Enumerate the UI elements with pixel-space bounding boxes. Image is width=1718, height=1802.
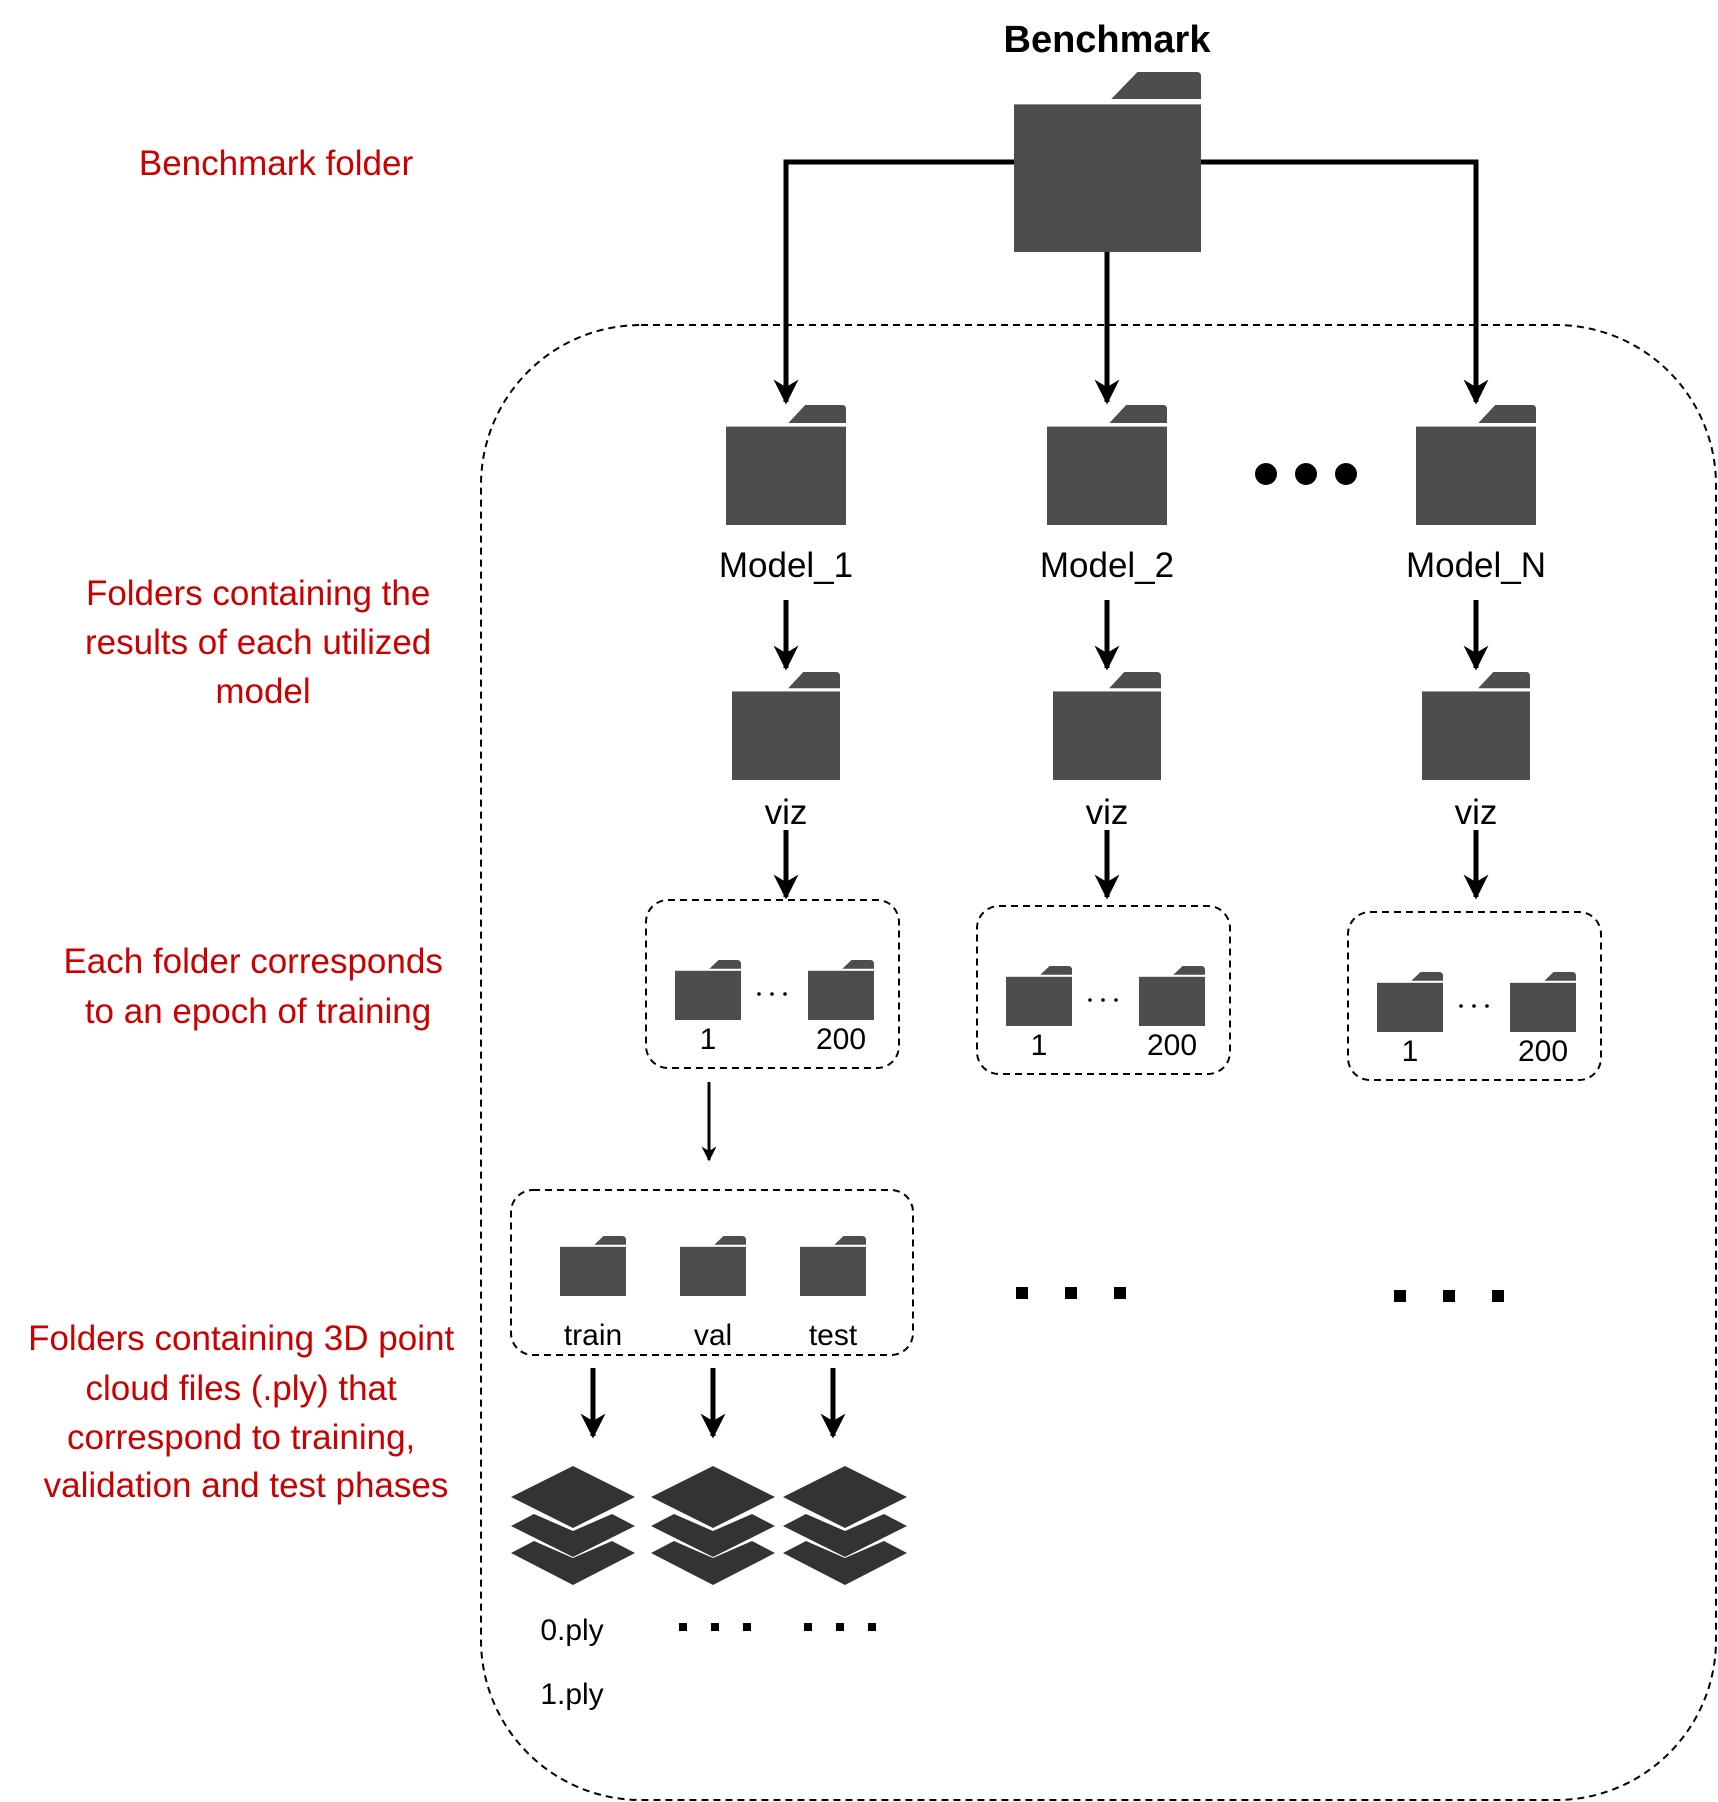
epoch-folder-icon (1006, 966, 1072, 1026)
epoch-group (1347, 911, 1602, 1081)
annotations: Benchmark folder Folders containing the … (28, 144, 464, 1505)
epoch-folder-icon (1139, 966, 1205, 1026)
ply-file-1: 1.ply (540, 1678, 603, 1711)
phase-folder-icon (800, 1236, 866, 1296)
model-label: Model_2 (1040, 546, 1174, 585)
phase-label: train (564, 1319, 622, 1352)
epoch-ellipsis-dot (1101, 998, 1105, 1002)
model-label: Model_1 (719, 546, 853, 585)
annotation-ply-folders: Folders containing 3D point cloud files … (28, 1319, 464, 1505)
epoch-folder-icon (675, 960, 741, 1020)
layers-icon (651, 1466, 775, 1585)
epoch-last-label: 200 (1518, 1035, 1568, 1068)
epoch-folder-icon (808, 960, 874, 1020)
viz-label: viz (1086, 793, 1129, 832)
epoch-first-label: 1 (1031, 1029, 1048, 1062)
models-container (480, 324, 1717, 1801)
phase-train: train (511, 1236, 635, 1585)
epoch-first-label: 1 (1402, 1035, 1419, 1068)
ply-files-ellipsis (679, 1623, 876, 1631)
viz-label: viz (765, 793, 808, 832)
epoch-folder-icon (1377, 972, 1443, 1032)
model-folder-icon (726, 405, 846, 525)
root-connectors (773, 159, 1489, 405)
model-folder-icon (1416, 405, 1536, 525)
annotation-model-folders: Folders containing the results of each u… (85, 574, 441, 711)
epoch-first-label: 1 (700, 1023, 717, 1056)
phase-val: val (651, 1236, 775, 1585)
epoch-folder-icon (1510, 972, 1576, 1032)
epoch-group (976, 905, 1231, 1075)
models-ellipsis (1255, 463, 1357, 485)
phases-layer: train val test (511, 1236, 907, 1585)
epoch-ellipsis-dot (783, 992, 787, 996)
modelN-continuation-ellipsis (1394, 1290, 1504, 1302)
model-label: Model_N (1406, 546, 1546, 585)
ply-file-0: 0.ply (540, 1614, 603, 1647)
root-folder-shape (1014, 72, 1201, 253)
phase-folder-icon (680, 1236, 746, 1296)
viz-folder-icon (732, 672, 840, 780)
model2-continuation-ellipsis (1016, 1287, 1126, 1299)
model-folder-icon (1047, 405, 1167, 525)
epoch-last-label: 200 (1147, 1029, 1197, 1062)
epoch-ellipsis-dot (757, 992, 761, 996)
layers-icon (511, 1466, 635, 1585)
epoch-ellipsis-dot (770, 992, 774, 996)
epoch-ellipsis-dot (1114, 998, 1118, 1002)
annotation-benchmark-folder: Benchmark folder (139, 144, 414, 183)
phase-test: test (783, 1236, 907, 1585)
phase-group (510, 1189, 914, 1356)
epoch-group (645, 899, 900, 1069)
root-folder-icon (1014, 72, 1201, 253)
root-title: Benchmark (1004, 19, 1212, 61)
phase-folder-icon (560, 1236, 626, 1296)
epoch-ellipsis-dot (1459, 1004, 1463, 1008)
phase-label: val (694, 1319, 732, 1352)
viz-folder-icon (1422, 672, 1530, 780)
epoch-ellipsis-dot (1088, 998, 1092, 1002)
viz-folder-icon (1053, 672, 1161, 780)
annotation-epoch-folders: Each folder corresponds to an epoch of t… (63, 942, 452, 1031)
epoch-last-label: 200 (816, 1023, 866, 1056)
viz-label: viz (1455, 793, 1498, 832)
epoch-ellipsis-dot (1485, 1004, 1489, 1008)
epoch-ellipsis-dot (1472, 1004, 1476, 1008)
phase-label: test (809, 1319, 858, 1352)
layers-icon (783, 1466, 907, 1585)
